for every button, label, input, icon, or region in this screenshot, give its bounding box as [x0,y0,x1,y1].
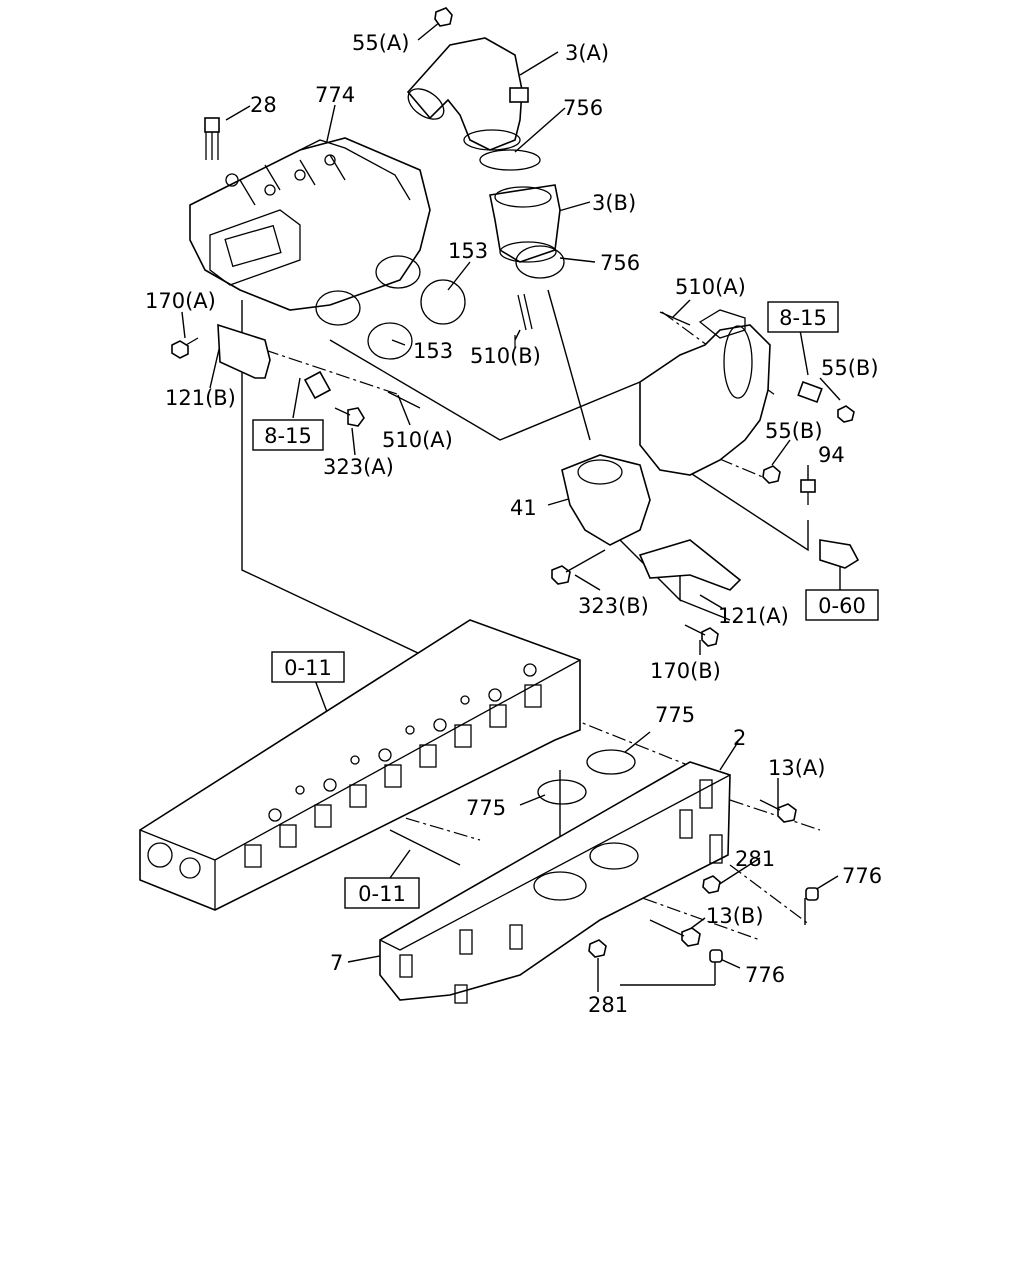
stud-510a-left [387,391,421,409]
bracket-121b [217,323,332,400]
label-28: 28 [250,93,277,117]
label-775-left: 775 [466,796,506,820]
pipe-3a [406,37,529,151]
stud-510b [517,293,533,331]
svg-text:0-60: 0-60 [818,594,866,618]
label-756-upper: 756 [563,96,603,120]
bolt-94 [800,479,816,505]
label-153-upper: 153 [448,239,488,263]
svg-text:0-11: 0-11 [358,882,406,906]
bolt-170b [684,624,719,647]
svg-text:8-15: 8-15 [264,424,312,448]
housing-774 [189,137,431,326]
nut-281-upper [702,875,721,894]
label-121b: 121(B) [165,386,236,410]
label-153-lower: 153 [413,339,453,363]
label-323a: 323(A) [323,455,394,479]
label-281-lower: 281 [588,993,628,1017]
nut-55b-lower [762,465,781,484]
bolt-13b [649,919,701,947]
housing-41 [561,454,651,546]
nut-281-lower [588,939,607,958]
svg-text:0-11: 0-11 [284,656,332,680]
label-776-lower: 776 [745,963,785,987]
label-55b-lower: 55(B) [765,419,823,443]
bolt-323b [551,549,606,585]
label-281-upper: 281 [735,847,775,871]
label-776-upper: 776 [842,864,882,888]
bolt-28 [204,117,220,160]
label-170a: 170(A) [145,289,216,313]
bolt-13a [759,799,797,823]
label-13b: 13(B) [706,904,764,928]
gasket-775-right [586,749,636,775]
label-55a: 55(A) [352,31,409,55]
part-labels: 55(A) 3(A) 756 3(B) 756 28 774 153 153 5… [145,31,882,1017]
label-3b: 3(B) [592,191,636,215]
nut-55b-upper [797,380,855,423]
label-7: 7 [330,951,343,975]
label-3a: 3(A) [565,41,609,65]
label-55b-upper: 55(B) [821,356,879,380]
label-2: 2 [733,726,746,750]
label-510a-left: 510(A) [382,428,453,452]
stud-0-11 [389,829,461,866]
reference-box-0-11-lower: 0-11 [344,877,420,909]
oring-153-lower [367,322,413,360]
bracket-121a [638,539,742,591]
cylinder-head [139,619,581,911]
bolt-323a [334,407,365,427]
label-13a: 13(A) [768,756,825,780]
label-41: 41 [510,496,537,520]
stud-510a-right [659,311,691,326]
pin-776-upper [805,887,819,901]
reference-box-0-11-upper: 0-11 [271,651,345,683]
reference-box-8-15-left: 8-15 [252,419,324,451]
label-510a-right: 510(A) [675,275,746,299]
reference-box-8-15-right: 8-15 [767,301,839,333]
label-323b: 323(B) [578,594,649,618]
reference-box-0-60: 0-60 [805,589,879,621]
pin-776-lower [709,949,723,963]
label-774: 774 [315,83,355,107]
label-170b: 170(B) [650,659,721,683]
nut-55a [434,7,453,27]
label-121a: 121(A) [718,604,789,628]
label-775-right: 775 [655,703,695,727]
label-510b: 510(B) [470,344,541,368]
gasket-756-upper [479,149,541,171]
svg-text:8-15: 8-15 [779,306,827,330]
pipe-3b [489,184,561,263]
oring-153-upper [420,279,466,325]
sensor [819,539,860,569]
gasket-775-left [537,779,587,805]
elbow-pipe [639,309,771,476]
label-756-lower: 756 [600,251,640,275]
label-94: 94 [818,443,845,467]
gasket-756-lower [515,245,565,279]
manifold [379,761,731,1004]
bolt-170a [171,337,199,359]
